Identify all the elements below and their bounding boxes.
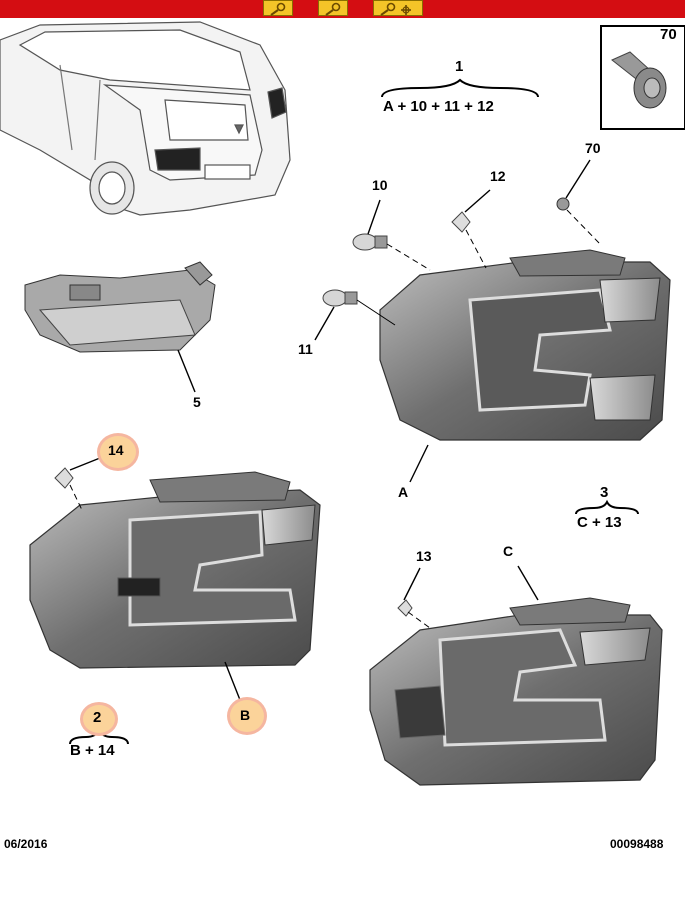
- callout-2-highlight: [83, 705, 115, 733]
- brace-group-3: [575, 499, 639, 515]
- callout-10[interactable]: 10: [372, 177, 388, 193]
- wrench-button-2[interactable]: [318, 0, 348, 16]
- footer-date: 06/2016: [4, 837, 48, 851]
- inset-ref-label[interactable]: 70: [660, 26, 677, 43]
- bulb-12: [451, 211, 471, 233]
- wrench-button-1[interactable]: [263, 0, 293, 16]
- callout-5[interactable]: 5: [193, 394, 201, 410]
- callout-13[interactable]: 13: [416, 548, 432, 564]
- footer-ref: 00098488: [610, 837, 664, 851]
- callout-c[interactable]: C: [503, 543, 514, 559]
- callout-14[interactable]: 14: [108, 442, 124, 458]
- screw-illustration: [611, 51, 667, 109]
- callout-14-highlight: [100, 436, 136, 468]
- car-illustration: [0, 21, 291, 216]
- bulb-14: [54, 467, 74, 489]
- brace-group-1: [381, 78, 539, 98]
- lamp-b-illustration: [29, 471, 321, 669]
- lamp-a-illustration: [379, 249, 671, 441]
- lamp-housing-illustration: [24, 261, 216, 353]
- group-3-number[interactable]: 3: [600, 484, 609, 501]
- bulb-10: [352, 233, 388, 251]
- wrench-key-cross-icon: [380, 2, 411, 16]
- callout-a[interactable]: A: [398, 484, 409, 500]
- group-1-formula: A + 10 + 11 + 12: [383, 98, 494, 115]
- group-1-number[interactable]: 1: [455, 58, 464, 75]
- group-2-number[interactable]: 2: [93, 709, 102, 726]
- callout-b[interactable]: B: [240, 707, 251, 723]
- callout-70[interactable]: 70: [585, 140, 601, 156]
- screw-70: [556, 197, 570, 211]
- callout-b-highlight: [230, 700, 264, 732]
- callout-12[interactable]: 12: [490, 168, 506, 184]
- wrench-key-icon: [270, 2, 286, 16]
- callout-11[interactable]: 11: [298, 341, 313, 357]
- wrench-cross-button[interactable]: [373, 0, 423, 16]
- group-3-formula: C + 13: [577, 514, 622, 531]
- bulb-11: [322, 289, 358, 307]
- wrench-key-icon: [325, 2, 341, 16]
- group-2-formula: B + 14: [70, 742, 115, 759]
- lamp-c-illustration: [369, 597, 663, 786]
